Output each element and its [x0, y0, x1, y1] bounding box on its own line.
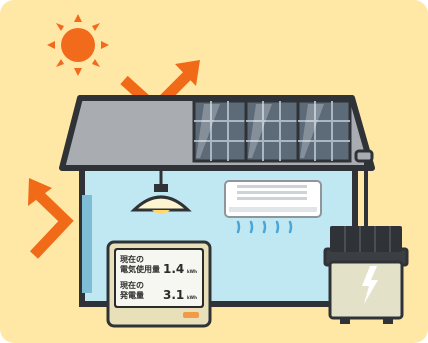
generation-label-line2: 発電量 — [119, 290, 144, 300]
gutter — [356, 151, 372, 161]
solar-panel-icon — [194, 101, 350, 161]
battery-icon — [325, 226, 407, 324]
generation-value: 3.1 — [163, 288, 184, 302]
usage-label-line1: 現在の — [120, 254, 144, 264]
house-window-edge — [82, 195, 92, 293]
usage-unit: kWh — [187, 269, 197, 274]
generation-label-line1: 現在の — [120, 280, 144, 290]
energy-monitor: 現在の 電気使用量 1.4 kWh 現在の 発電量 3.1 kWh — [108, 242, 210, 326]
generation-unit: kWh — [187, 295, 197, 300]
usage-label-line2: 電気使用量 — [120, 264, 160, 274]
usage-value: 1.4 — [163, 262, 184, 276]
